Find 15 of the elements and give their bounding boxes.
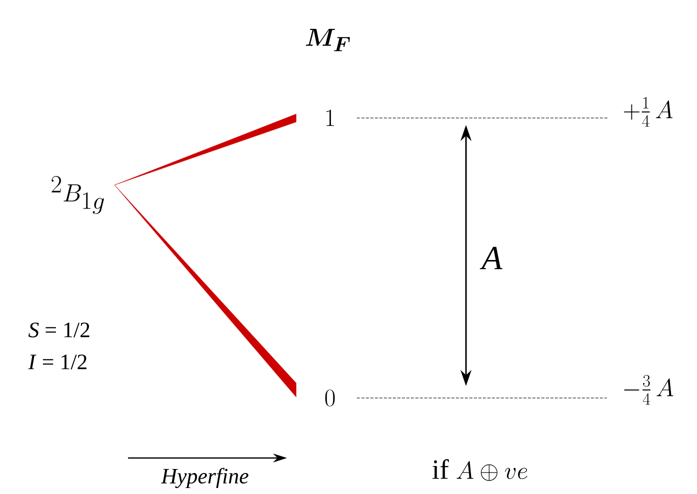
level-label: ${}^{2}B_{1g}$	[52, 176, 104, 214]
parameter-label: I = 1/2	[28, 354, 86, 370]
parameter-label: S = 1/2	[28, 322, 90, 338]
level-label: $-\tfrac{3}{4}\,A$	[624, 375, 674, 405]
connector-line	[114, 114, 296, 186]
level-label: $+\tfrac{1}{4}\,A$	[624, 97, 673, 127]
connector-line	[356, 397, 607, 399]
arrow-label: Hyperfine	[160, 468, 248, 488]
level-label: $0$	[325, 390, 335, 406]
connector-line	[356, 117, 608, 119]
connector-line	[114, 184, 296, 398]
axis-title: $\boldsymbol{M_F}$	[306, 28, 350, 52]
level-label: $1$	[326, 110, 334, 126]
splitting-label: A	[480, 246, 502, 270]
condition-label: $\mathrm{if}\ A \oplus ve$	[432, 459, 528, 481]
